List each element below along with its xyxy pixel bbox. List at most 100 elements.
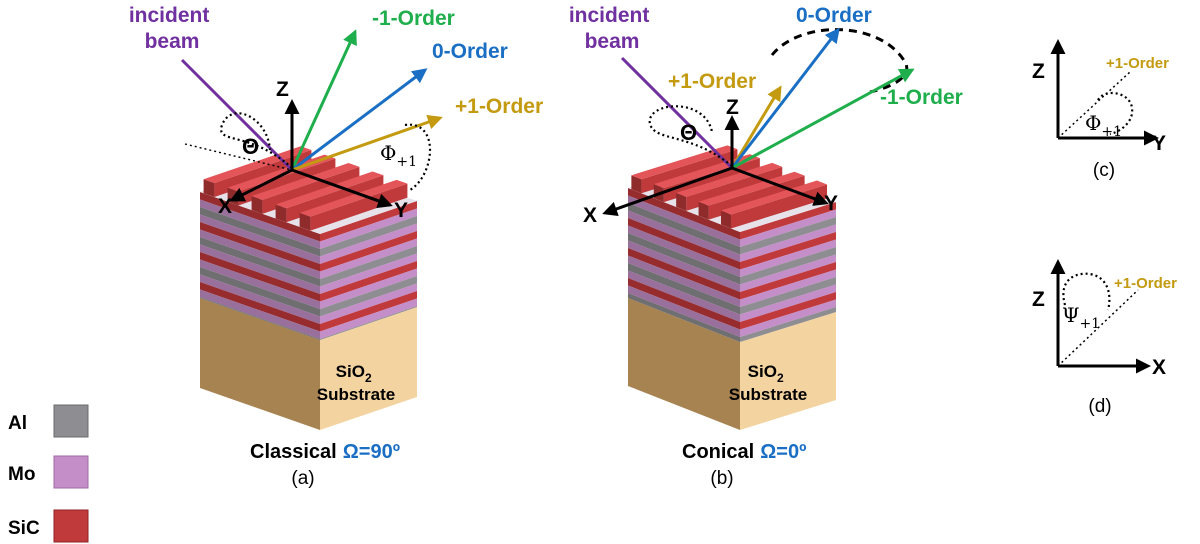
zero-order-label: 0-Order <box>432 40 508 63</box>
layer-side <box>628 240 740 292</box>
layer-front <box>320 283 417 324</box>
layer-front <box>320 268 417 309</box>
z-axis-label: Z <box>276 78 289 101</box>
grating-ridge-top <box>676 162 783 197</box>
layer-front <box>740 284 836 322</box>
layer-front <box>740 247 836 285</box>
panel-c: Z Y +1-Order Φ+1 (c) <box>1032 39 1169 181</box>
panel-caption: (a) <box>291 468 314 489</box>
layer-side <box>628 203 740 255</box>
layer-front <box>740 209 836 247</box>
substrate-label: SiO2 Substrate <box>729 362 807 404</box>
y-axis-arrow <box>291 168 393 209</box>
incident-beam-label: incident beam <box>569 4 655 53</box>
layer-side <box>200 244 320 294</box>
layer-side <box>200 229 320 279</box>
layer-front <box>740 202 836 240</box>
panel-caption: (d) <box>1088 396 1111 417</box>
layer-side <box>628 293 740 342</box>
layer-front <box>740 307 836 342</box>
layer-front <box>320 298 417 339</box>
plus1-order-label: +1-Order <box>1114 275 1177 292</box>
x-axis-label: X <box>583 204 597 227</box>
layer-side <box>628 255 740 307</box>
layer-front <box>320 238 417 279</box>
layer-side <box>200 192 320 242</box>
layer-side <box>628 263 740 315</box>
x-axis-label: X <box>218 195 232 218</box>
grating-ridge-side <box>251 196 263 214</box>
plus1-order-label: +1-Order <box>1106 55 1169 72</box>
layer-front <box>320 201 417 242</box>
zero-order-arrow <box>730 27 840 169</box>
layer-side <box>200 297 320 340</box>
layer-side <box>628 188 740 240</box>
grating-ridge-side <box>203 179 215 198</box>
layer-front <box>740 269 836 307</box>
layer-side <box>628 270 740 322</box>
plus1-order-label: +1-Order <box>455 95 543 118</box>
legend-swatch <box>53 404 89 438</box>
layer-front <box>740 224 836 262</box>
grating-ridge-side <box>698 201 709 220</box>
theta-label: Θ <box>680 120 697 145</box>
order-dotted-line <box>1057 289 1139 367</box>
grating-ridge-top <box>631 145 738 180</box>
layer-side <box>200 222 320 272</box>
layer-front <box>320 246 417 287</box>
grating-ridge-top <box>251 163 360 200</box>
grating-ridge-top <box>720 180 828 215</box>
psi-label: Ψ+1 <box>1062 303 1100 332</box>
order-cone-arc <box>770 28 909 94</box>
layer-front <box>740 239 836 277</box>
grating-ridge-top <box>203 146 312 184</box>
incident-beam-label: incident beam <box>129 4 215 53</box>
grating-ridge-top <box>275 171 384 209</box>
layer-front <box>320 223 417 264</box>
layer-front <box>320 306 417 340</box>
grating-ridge-side <box>299 212 311 231</box>
multilayer-block-b <box>628 145 836 430</box>
phi-arc <box>404 123 431 191</box>
legend-label: Al <box>8 413 27 434</box>
layer-side <box>628 225 740 277</box>
theta-arc <box>648 105 733 167</box>
layer-front <box>740 232 836 270</box>
y-axis-label: Y <box>824 192 838 215</box>
legend-label: SiC <box>8 518 40 539</box>
layer-side <box>200 282 320 332</box>
legend-item-sic: SiC <box>8 509 89 543</box>
x-axis-arrow <box>229 168 293 202</box>
layer-side <box>628 218 740 270</box>
layer-side <box>200 237 320 287</box>
layer-front <box>740 254 836 292</box>
legend-swatch <box>53 509 89 543</box>
substrate-side-face <box>200 298 320 430</box>
legend-item-mo: Mo <box>8 455 89 489</box>
z-axis-label: Z <box>726 96 739 119</box>
layer-side <box>200 207 320 257</box>
minus1-order-label: -1-Order <box>880 86 963 109</box>
layer-side <box>200 252 320 302</box>
substrate-front-face <box>320 307 417 430</box>
y-axis-label: Y <box>394 199 408 222</box>
layer-front <box>740 217 836 255</box>
incident-beam-line <box>620 56 734 170</box>
multilayer-block-a <box>200 146 417 430</box>
material-legend: Al Mo SiC <box>8 404 89 543</box>
layer-front <box>320 276 417 317</box>
layer-front <box>320 253 417 294</box>
layer-front <box>740 262 836 300</box>
legend-item-al: Al <box>8 404 89 438</box>
layer-front <box>320 231 417 272</box>
incident-beam-line <box>180 58 294 172</box>
substrate-label: SiO2 Substrate <box>317 362 395 404</box>
phi-label: Φ+1 <box>380 141 417 170</box>
layer-side <box>200 259 320 309</box>
panel-b: incident beam 0-Order +1-Order -1-Order … <box>569 4 963 489</box>
legend-label: Mo <box>8 464 35 485</box>
plus1-order-arrow <box>291 114 443 172</box>
